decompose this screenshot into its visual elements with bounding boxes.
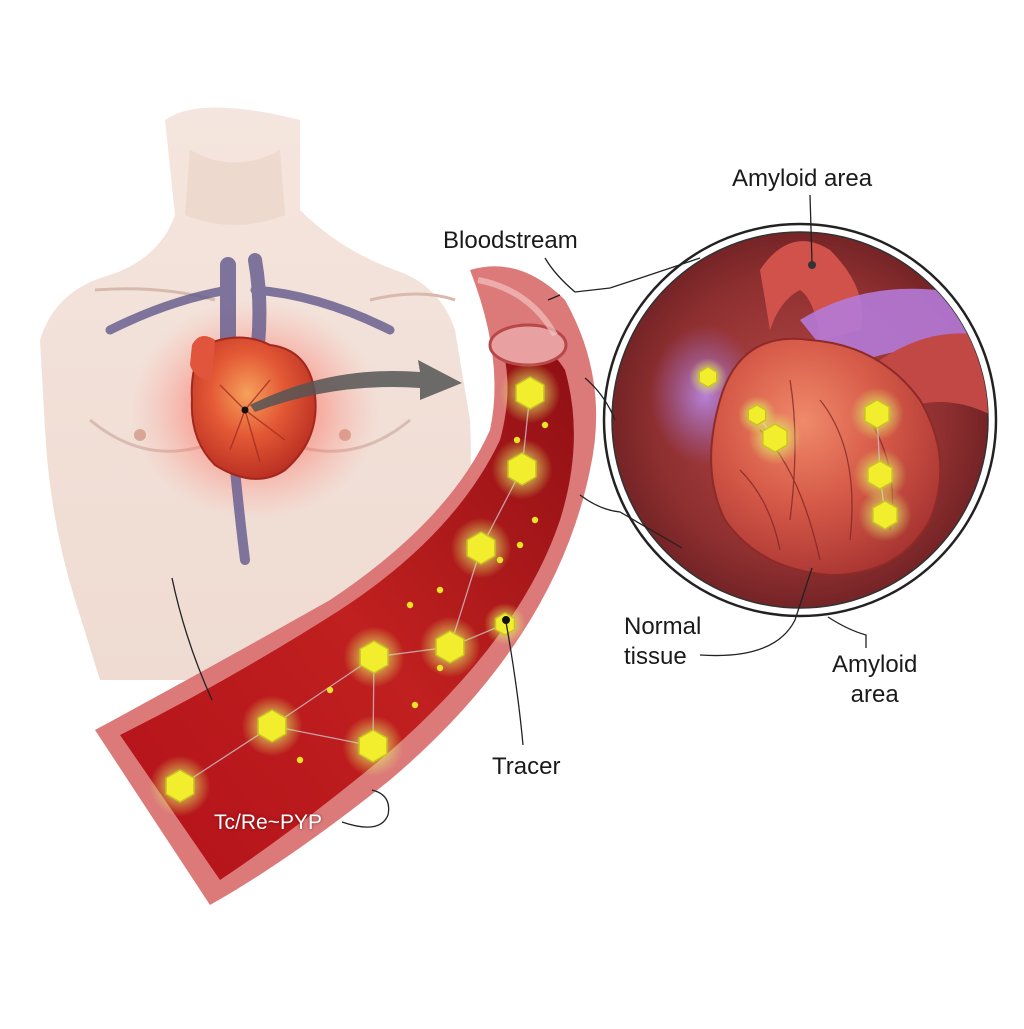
label-normal-tissue-line2: tissue bbox=[624, 643, 687, 670]
curved-arrow-icon bbox=[250, 360, 462, 412]
hexagon-molecule-icon bbox=[762, 423, 788, 453]
label-amyloid-area-bottom-line2: area bbox=[850, 681, 899, 708]
tracer-fleck bbox=[296, 756, 304, 764]
neck bbox=[185, 150, 285, 225]
hexagon-molecule-icon bbox=[507, 452, 537, 486]
leader-torso bbox=[171, 577, 213, 701]
hexagon-molecule-icon bbox=[165, 769, 195, 803]
hexagon-molecule-icon bbox=[494, 612, 516, 636]
hexagon-molecule-icon bbox=[359, 640, 389, 674]
hexagon-molecule-icon bbox=[515, 376, 545, 410]
heart-atrium bbox=[190, 336, 215, 380]
heart-vessels-surface bbox=[219, 379, 286, 463]
tracer-fleck bbox=[513, 436, 521, 444]
leader-amyloid-top bbox=[809, 194, 813, 263]
leader-bloodstream bbox=[544, 257, 701, 293]
inset-view bbox=[602, 222, 998, 618]
leader-pyp bbox=[341, 789, 390, 828]
tracer-fleck bbox=[411, 701, 419, 709]
label-tc-re-pyp: Tc/Re~PYP bbox=[214, 811, 322, 834]
hexagon-molecule-icon bbox=[435, 630, 465, 664]
leader-bloodstream-vessel bbox=[547, 294, 561, 301]
tracer-fleck bbox=[516, 541, 524, 549]
tracer-fleck bbox=[406, 601, 414, 609]
leader-tracer-end bbox=[502, 616, 510, 624]
tracer-fleck bbox=[496, 556, 504, 564]
hexagon-molecule-icon bbox=[864, 399, 890, 429]
tracer-group bbox=[149, 362, 561, 817]
label-bloodstream: Bloodstream bbox=[443, 227, 578, 254]
inset-tracer-group bbox=[689, 358, 912, 542]
hexagon-molecule-icon bbox=[698, 366, 718, 388]
heart-marker bbox=[241, 406, 249, 414]
leader-tracer bbox=[505, 621, 524, 746]
vessel-highlight bbox=[477, 277, 558, 337]
hexagon-molecule-icon bbox=[872, 500, 898, 530]
tracer-fleck bbox=[436, 586, 444, 594]
hexagon-molecule-icon bbox=[358, 729, 388, 763]
tracer-fleck bbox=[541, 421, 549, 429]
leader-amyloid-top-end bbox=[808, 261, 816, 269]
label-normal-tissue-line1: Normal bbox=[624, 613, 702, 640]
label-normal-tissue: Normal tissue bbox=[624, 612, 701, 672]
tracer-fleck bbox=[326, 686, 334, 694]
hexagon-molecule-icon bbox=[257, 709, 287, 743]
label-tracer: Tracer bbox=[492, 753, 561, 780]
vessel-lumen bbox=[120, 338, 574, 880]
tracer-fleck bbox=[531, 516, 539, 524]
hexagon-molecule-icon bbox=[867, 460, 893, 490]
leader-vessel-wall bbox=[584, 377, 616, 421]
hexagon-molecule-icon bbox=[466, 531, 496, 565]
leader-lines bbox=[171, 194, 867, 828]
leader-normal-tissue bbox=[699, 567, 813, 657]
label-amyloid-area-top: Amyloid area bbox=[732, 165, 873, 192]
label-amyloid-area-bottom-line1: Amyloid bbox=[832, 651, 918, 678]
leader-amyloid-bottom bbox=[827, 616, 867, 648]
label-amyloid-area-bottom: Amyloid area bbox=[832, 650, 917, 710]
great-vessels bbox=[105, 253, 395, 565]
blood-vessel bbox=[95, 266, 597, 905]
tracer-fleck bbox=[436, 664, 444, 672]
hexagon-molecule-icon bbox=[747, 404, 767, 426]
leader-tracer-inset bbox=[579, 494, 683, 549]
